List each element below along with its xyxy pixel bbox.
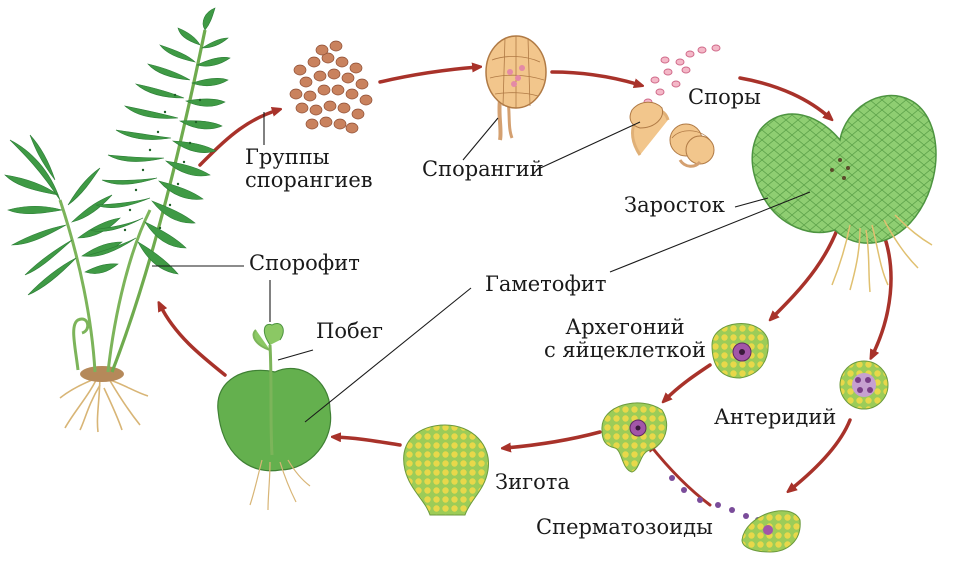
spores (643, 44, 721, 106)
label-zygote: Зигота (495, 470, 570, 494)
label-archegonium: Архегоний с яйцеклеткой (544, 316, 706, 361)
arrow-spores-to-prothallus (738, 76, 830, 118)
label-archegonium-line2: с яйцеклеткой (544, 337, 706, 362)
label-prothallus: Заросток (624, 193, 725, 217)
sporangium-illustration (485, 35, 547, 141)
spermatozoids (669, 475, 801, 553)
fern-sporophyte (4, 7, 231, 433)
label-sporangium: Спорангий (422, 157, 544, 181)
label-shoot: Побег (316, 319, 384, 343)
arrow-antheridium-to-spermatozoids (790, 418, 852, 490)
archegonium-illustration (711, 323, 769, 379)
arrow-archegonium-to-fertilization (665, 363, 712, 400)
leader-prothallus (734, 197, 769, 208)
leader-lines (152, 112, 811, 423)
label-sporangia-groups-line2: спорангиев (245, 167, 373, 192)
leader-sporangium-2 (535, 121, 641, 171)
fertilization-illustration (601, 402, 668, 473)
arrow-sporangium-to-spores (550, 70, 640, 85)
fern-frond-main (85, 7, 231, 275)
arrow-shoot-to-sporophyte (160, 305, 227, 377)
arrow-fertilization-to-zygote (505, 430, 602, 448)
arrow-spermatozoids-to-archegonium (650, 445, 712, 507)
label-sporangia-groups: Группы спорангиев (245, 146, 373, 191)
prothallus-illustration (751, 94, 937, 293)
fern-frond-left (4, 134, 123, 296)
label-sporangia-groups-line1: Группы (245, 145, 330, 169)
label-spermatozoids: Сперматозоиды (536, 515, 713, 539)
arrow-fern-to-sporangia (198, 110, 278, 167)
arrow-zygote-to-shoot (335, 437, 402, 447)
burst-sporangia (629, 101, 715, 168)
label-gametophyte: Гаметофит (485, 272, 607, 296)
label-antheridium: Антеридий (714, 405, 837, 429)
sporangia-cluster (289, 40, 373, 134)
arrow-sporangia-to-sporangium (378, 67, 478, 84)
leader-sporangium-1 (462, 117, 499, 161)
arrow-prothallus-to-antheridium (872, 223, 893, 356)
label-archegonium-line1: Архегоний (565, 315, 685, 339)
leader-shoot (277, 349, 314, 361)
leader-gametophyte-2 (304, 287, 472, 423)
antheridium-illustration (839, 360, 889, 410)
zygote-illustration (403, 424, 489, 516)
label-sporophyte: Спорофит (249, 251, 360, 275)
leader-gametophyte-1 (609, 191, 811, 273)
young-sporophyte-illustration (217, 323, 332, 511)
label-spores: Споры (688, 85, 761, 109)
